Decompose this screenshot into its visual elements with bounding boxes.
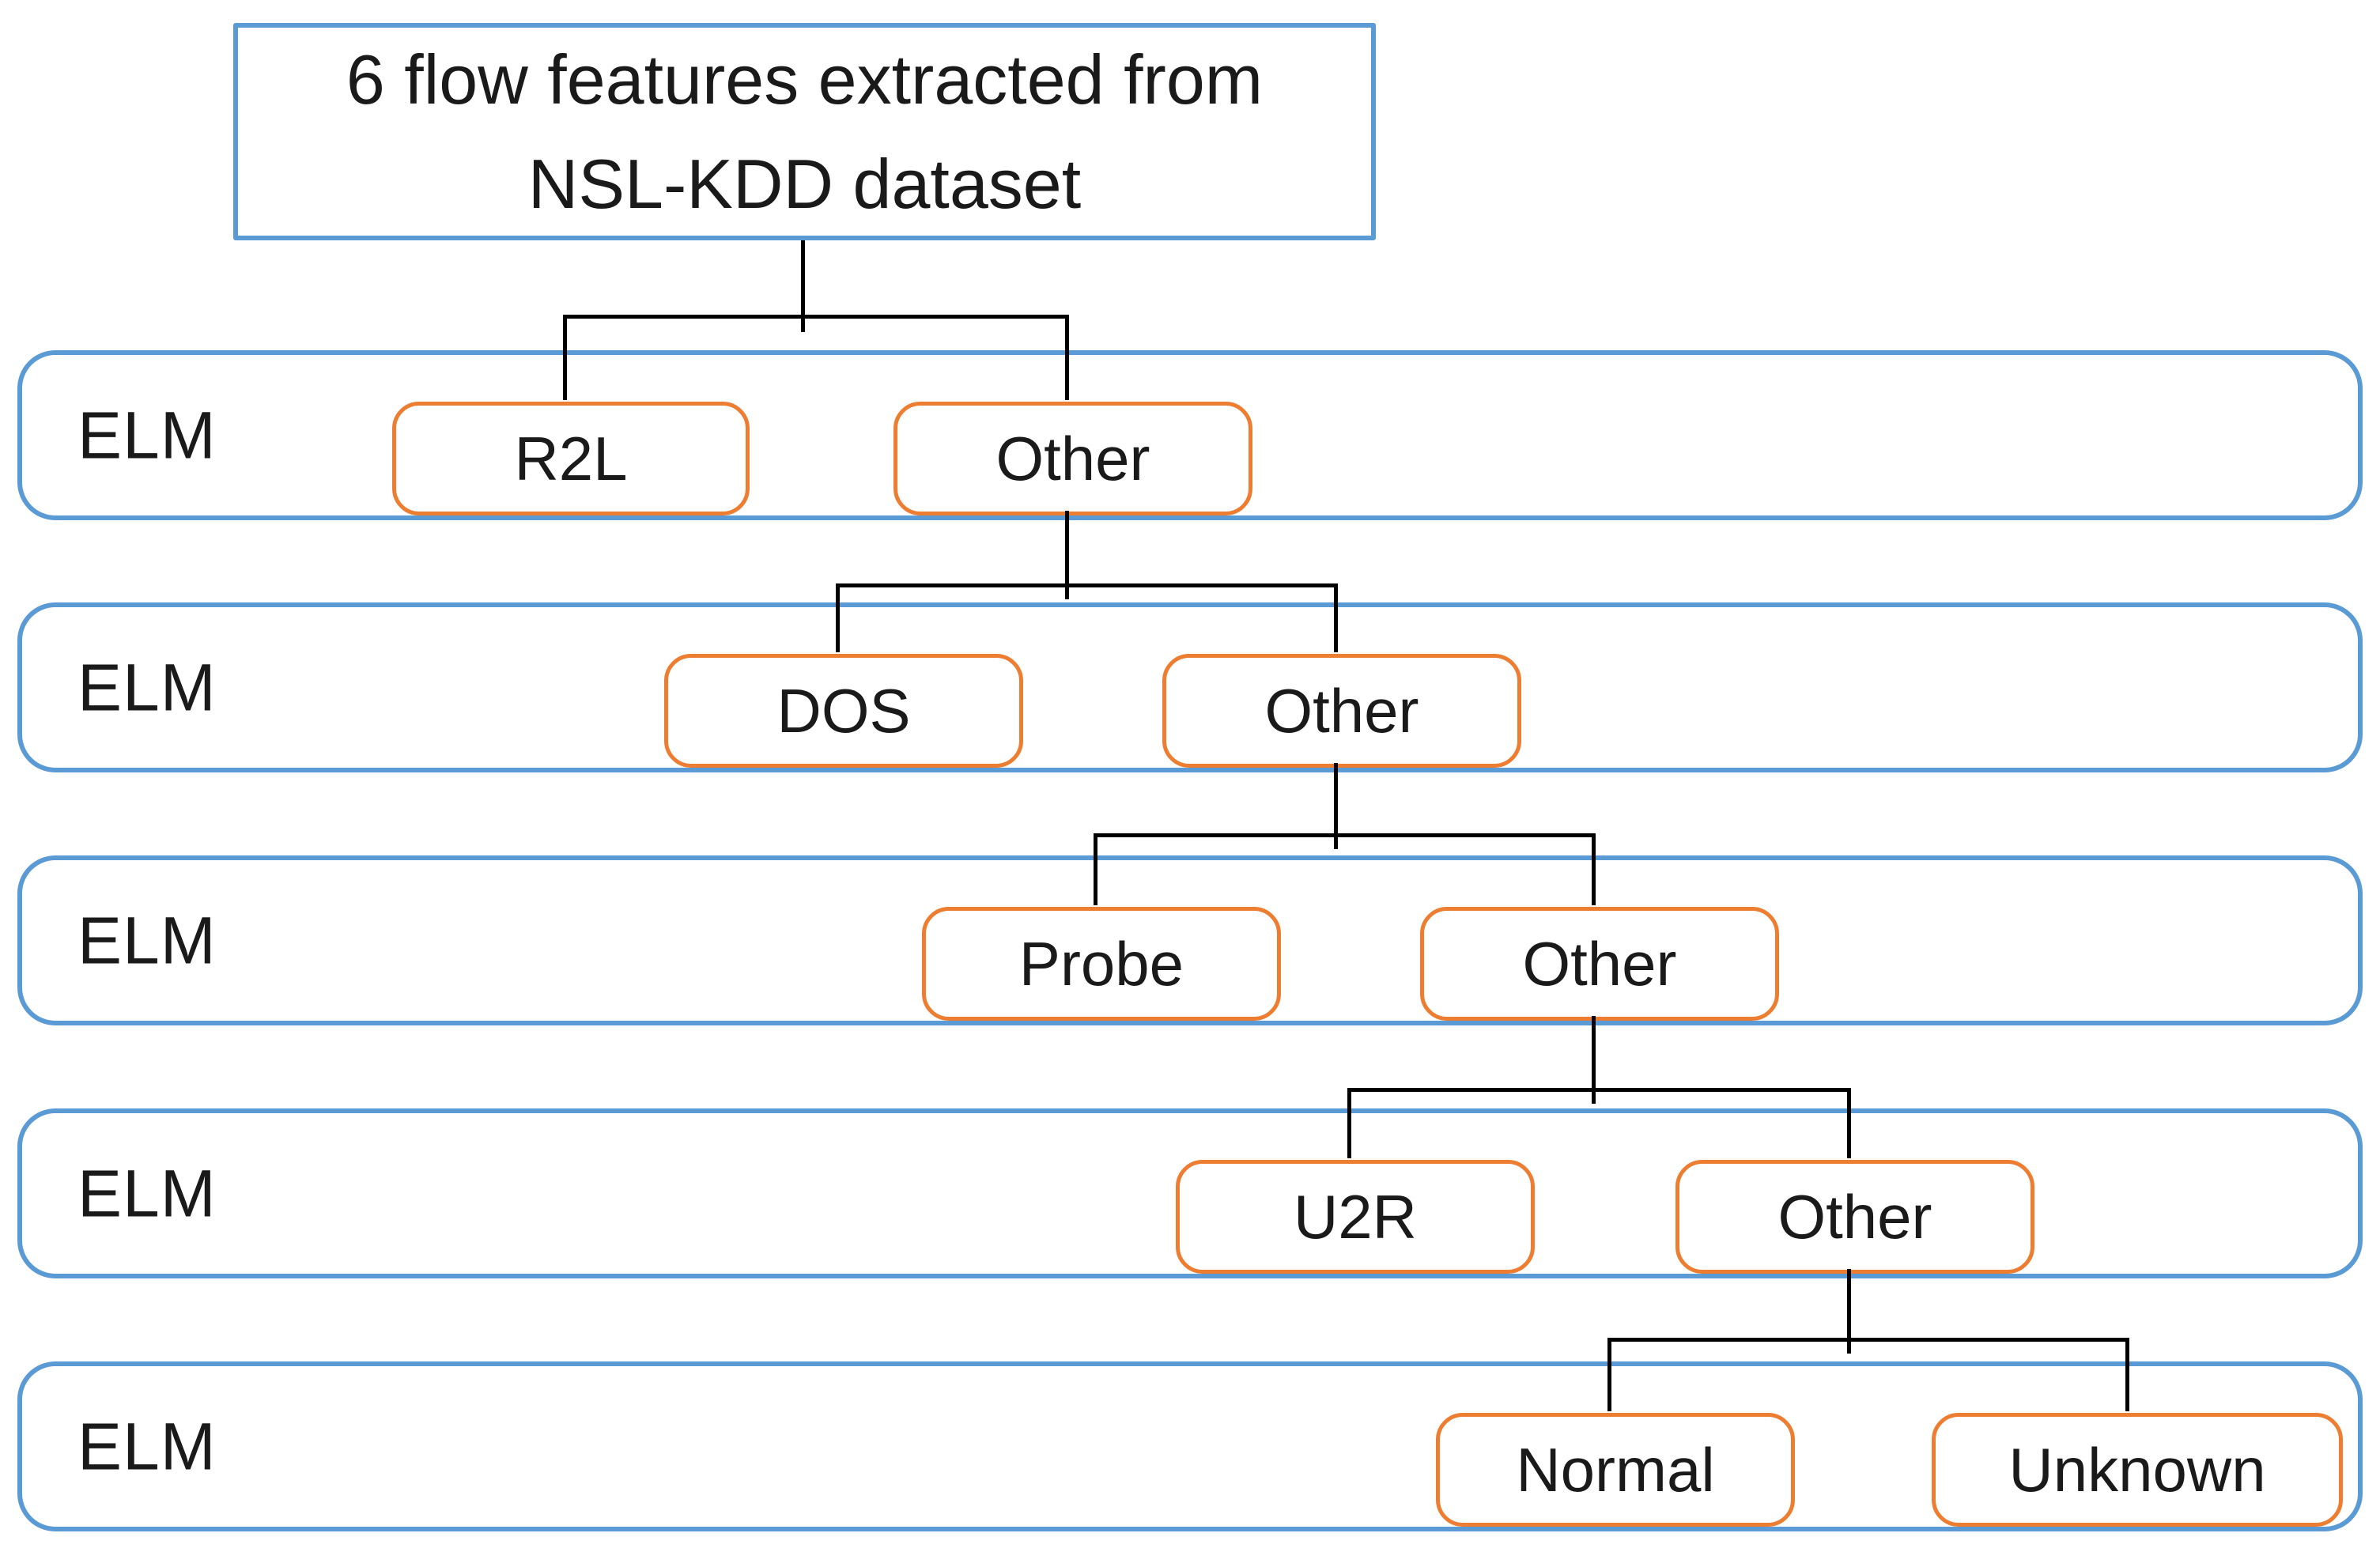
class-box-other-1-label: Other	[995, 423, 1150, 493]
connector-3-horizontal	[1094, 833, 1596, 837]
class-box-r2l-label: R2L	[514, 423, 628, 493]
connector-1-horizontal	[563, 315, 1069, 319]
connector-5-left-drop	[1607, 1338, 1611, 1411]
elm-label-4: ELM	[77, 1156, 217, 1230]
class-box-probe: Probe	[922, 907, 1281, 1021]
connector-5-right-drop	[2125, 1338, 2129, 1411]
class-box-other-3-label: Other	[1522, 928, 1677, 999]
dataset-title-line1: 6 flow features extracted from	[346, 40, 1264, 119]
class-box-normal: Normal	[1436, 1413, 1795, 1527]
connector-2-stem	[1065, 511, 1069, 599]
class-box-probe-label: Probe	[1018, 928, 1184, 999]
connector-5-stem	[1847, 1269, 1851, 1354]
elm-label-5: ELM	[77, 1409, 217, 1483]
connector-4-right-drop	[1847, 1088, 1851, 1158]
elm-label-1: ELM	[77, 398, 217, 472]
connector-3-left-drop	[1094, 833, 1097, 905]
class-box-other-3: Other	[1420, 907, 1779, 1021]
elm-row-3: ELM Probe Other	[17, 855, 2363, 1025]
class-box-dos: DOS	[664, 654, 1023, 768]
connector-1-right-drop	[1065, 315, 1069, 400]
elm-label-2: ELM	[77, 650, 217, 724]
connector-4-stem	[1592, 1016, 1596, 1104]
connector-4-horizontal	[1347, 1088, 1851, 1092]
class-box-normal-label: Normal	[1516, 1434, 1715, 1505]
class-box-u2r: U2R	[1176, 1160, 1535, 1274]
connector-1-stem	[801, 240, 805, 332]
class-box-unknown: Unknown	[1932, 1413, 2343, 1527]
connector-4-left-drop	[1347, 1088, 1351, 1158]
connector-2-right-drop	[1334, 583, 1338, 652]
class-box-dos-label: DOS	[776, 675, 911, 746]
dataset-title-line2: NSL-KDD dataset	[527, 144, 1082, 223]
elm-row-1: ELM R2L Other	[17, 350, 2363, 520]
class-box-other-1: Other	[893, 402, 1252, 515]
elm-row-4: ELM U2R Other	[17, 1108, 2363, 1278]
connector-1-left-drop	[563, 315, 567, 400]
elm-label-3: ELM	[77, 903, 217, 977]
class-box-other-4-label: Other	[1777, 1181, 1932, 1252]
connector-2-horizontal	[836, 583, 1338, 587]
class-box-other-4: Other	[1675, 1160, 2034, 1274]
class-box-u2r-label: U2R	[1293, 1181, 1418, 1252]
class-box-other-2-label: Other	[1264, 675, 1419, 746]
connector-3-right-drop	[1592, 833, 1596, 905]
elm-row-5: ELM Normal Unknown	[17, 1361, 2363, 1531]
class-box-r2l: R2L	[392, 402, 750, 515]
connector-2-left-drop	[836, 583, 840, 652]
class-box-other-2: Other	[1162, 654, 1521, 768]
class-box-unknown-label: Unknown	[2008, 1434, 2266, 1505]
dataset-title-box: 6 flow features extracted from NSL-KDD d…	[233, 23, 1376, 240]
connector-3-stem	[1334, 763, 1338, 849]
connector-5-horizontal	[1607, 1338, 2129, 1342]
elm-row-2: ELM DOS Other	[17, 602, 2363, 772]
